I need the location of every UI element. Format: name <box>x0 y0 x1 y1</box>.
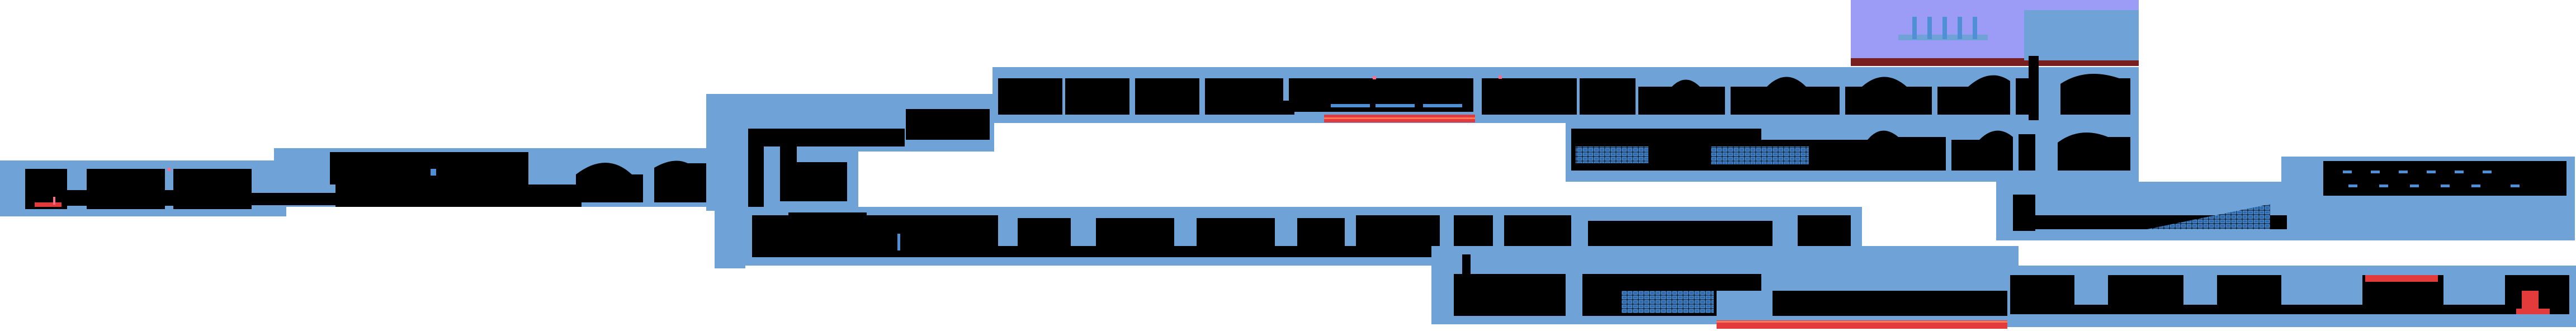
floor-strip <box>2010 305 2569 314</box>
platform <box>2483 171 2492 173</box>
spike-hazard <box>2365 275 2438 282</box>
arch-room <box>1851 130 1946 171</box>
arch-room <box>1731 77 1840 115</box>
room <box>788 212 867 235</box>
platform <box>2379 185 2388 187</box>
arch-room <box>1845 77 1932 115</box>
floor-strip <box>252 193 335 205</box>
platform <box>2348 185 2357 187</box>
marker <box>431 169 436 176</box>
arch-room <box>654 160 721 202</box>
floor-strip <box>1773 291 2007 316</box>
pillar <box>1927 17 1932 39</box>
platform <box>1376 104 1415 107</box>
room <box>2019 134 2035 171</box>
region-upper-corridor <box>992 67 2139 123</box>
room <box>1504 215 1571 249</box>
room <box>1580 78 1636 115</box>
stair-ramp <box>2147 204 2270 229</box>
marker <box>168 168 171 171</box>
pillar <box>1912 17 1917 39</box>
arch-room <box>1638 79 1725 115</box>
pillar <box>1942 17 1947 39</box>
brick-blocks <box>1711 146 1809 164</box>
platform <box>2471 185 2480 187</box>
room <box>998 78 1062 115</box>
room <box>1588 221 1773 249</box>
arch-room <box>576 163 643 202</box>
room <box>755 129 905 146</box>
lava-pit <box>1324 115 1475 122</box>
marker <box>1373 76 1376 79</box>
spike-hazard <box>35 202 62 207</box>
region-south-east-corridor <box>1431 246 2576 329</box>
room <box>1096 218 1174 249</box>
tower-wall <box>2024 10 2139 60</box>
arch-room <box>2060 74 2130 115</box>
platform <box>2427 171 2436 173</box>
platform <box>2399 171 2408 173</box>
room <box>1717 274 1761 291</box>
arch-room <box>1937 75 2010 115</box>
room <box>906 109 990 140</box>
lava-pit <box>1717 320 2007 329</box>
room <box>1297 218 1345 249</box>
pillar <box>1973 17 1977 39</box>
room <box>1135 78 1199 115</box>
brick-blocks <box>1622 291 1714 313</box>
floor-strip <box>165 190 173 206</box>
region-middle-corridor <box>1566 120 2139 182</box>
pillar <box>1958 17 1962 39</box>
platform <box>2371 171 2380 173</box>
spike-hazard <box>2516 309 2550 314</box>
room <box>1482 78 1577 115</box>
brick-blocks <box>1576 146 1648 163</box>
room <box>1018 218 1071 249</box>
floor-strip <box>335 185 582 207</box>
platform <box>2441 185 2450 187</box>
marker <box>1499 75 1502 79</box>
room <box>1356 215 1440 249</box>
platform <box>1331 104 1370 107</box>
room <box>1454 215 1493 249</box>
platform <box>2511 185 2520 187</box>
floor-strip <box>1283 101 1294 115</box>
room <box>1454 274 1566 316</box>
room <box>330 152 528 185</box>
marker <box>897 234 900 250</box>
platform <box>2455 171 2464 173</box>
floor-strip <box>67 190 87 206</box>
arch-room <box>2058 133 2130 171</box>
platform <box>2343 171 2352 173</box>
room <box>780 162 847 201</box>
spike-hazard <box>53 197 55 205</box>
room <box>2323 161 2566 196</box>
room <box>1197 218 1275 249</box>
region-east-wing <box>1996 157 2575 240</box>
room <box>173 169 252 209</box>
platform <box>2410 185 2419 187</box>
ledge <box>780 146 797 163</box>
room <box>1065 78 1129 115</box>
room <box>1205 78 1283 115</box>
platform <box>1423 104 1462 107</box>
arch-room <box>1951 130 2013 171</box>
room <box>87 169 165 209</box>
wall-block <box>2002 266 2576 327</box>
